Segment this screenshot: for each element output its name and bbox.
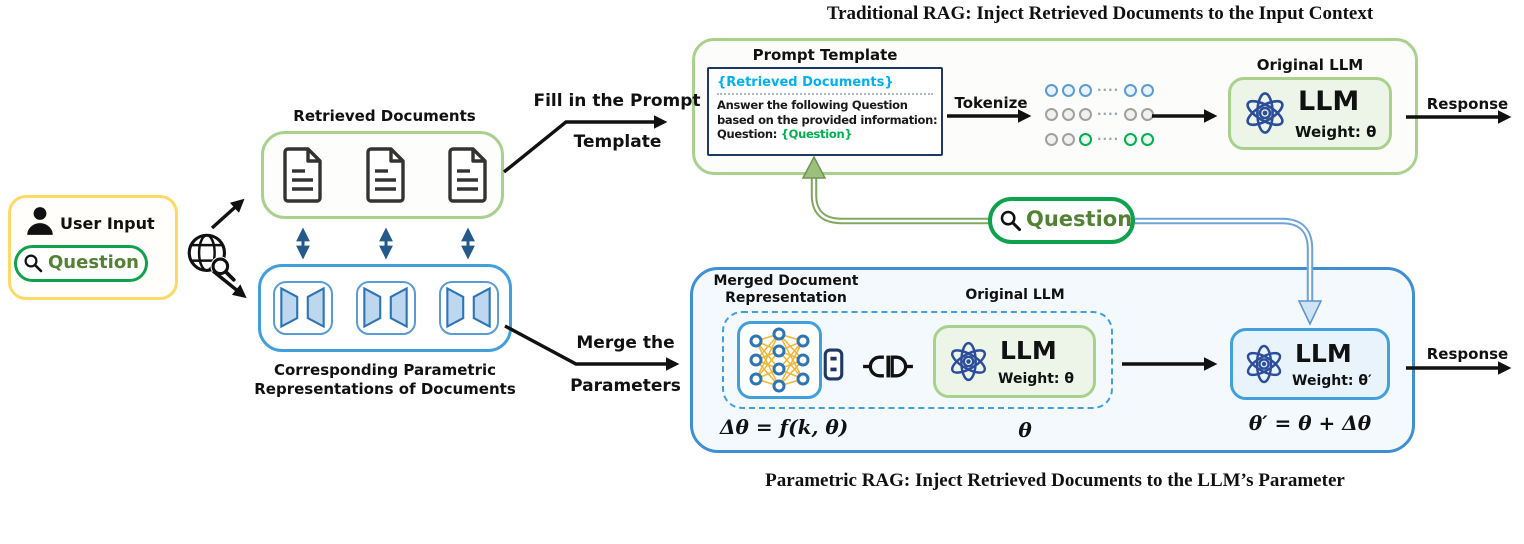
- connector-icon: [862, 353, 914, 380]
- parametric-item: [439, 281, 499, 335]
- token-ellipsis: ····: [1097, 132, 1120, 146]
- question-badge-label: Question: [1026, 207, 1133, 231]
- neural-network-icon: [743, 327, 816, 393]
- token-ellipsis: ····: [1097, 83, 1120, 97]
- token-row: ····: [1045, 83, 1155, 97]
- token-circle-blue: [1062, 84, 1075, 97]
- document-icon: [364, 144, 408, 206]
- token-circle-blue: [1141, 84, 1155, 97]
- merge-label-line1: Merge the: [576, 333, 675, 353]
- prompt-divider: [717, 93, 933, 95]
- merged-repr-label-line1: Merged Document: [713, 273, 859, 289]
- fill-prompt-label-line2: Template: [573, 132, 662, 152]
- token-circle-blue: [1124, 84, 1138, 97]
- token-circle-green: [1124, 133, 1138, 146]
- prompt-body-line2: based on the provided information:: [717, 112, 938, 127]
- token-circle-gray: [1141, 108, 1155, 121]
- retrieved-documents-slot: {Retrieved Documents}: [717, 75, 894, 90]
- token-circle-blue: [1079, 84, 1092, 97]
- atom-icon: [945, 338, 992, 385]
- user-input-label: User Input: [60, 214, 155, 233]
- prompt-question-slot: {Question}: [780, 127, 853, 141]
- parametric-representation-icon: [358, 283, 414, 332]
- tokenize-label: Tokenize: [954, 94, 1028, 112]
- original-llm-top-label: Original LLM: [1256, 56, 1364, 74]
- llm-updated-weight: Weight: θ′: [1292, 373, 1372, 389]
- parametric-representation-icon: [441, 283, 497, 332]
- prompt-question-prefix: Question:: [717, 127, 781, 141]
- token-circle-green: [1079, 133, 1092, 146]
- user-icon: [24, 205, 56, 237]
- formula-theta-update: θ′ = θ + Δθ: [1248, 411, 1372, 435]
- token-circle-blue: [1045, 84, 1058, 97]
- token-row: ····: [1045, 132, 1155, 146]
- llm-mid-name: LLM: [1000, 336, 1057, 365]
- parametric-representation-icon: [275, 283, 331, 332]
- token-circle-gray: [1045, 133, 1058, 146]
- prompt-template-title: Prompt Template: [752, 46, 898, 64]
- llm-top-weight: Weight: θ: [1295, 123, 1377, 141]
- token-row: ····: [1045, 107, 1155, 121]
- atom-icon: [1241, 341, 1287, 387]
- response-top-label: Response: [1426, 95, 1509, 113]
- neural-net-box: [737, 321, 822, 399]
- fill-prompt-label-line1: Fill in the Prompt: [533, 91, 701, 111]
- token-circle-gray: [1062, 108, 1075, 121]
- original-llm-mid-label: Original LLM: [965, 287, 1065, 303]
- original-llm-top-box: [1228, 77, 1392, 150]
- document-icon: [281, 144, 325, 206]
- merged-repr-label-line2: Representation: [725, 290, 847, 306]
- llm-mid-weight: Weight: θ: [998, 371, 1075, 387]
- parametric-caption-line2: Representations of Documents: [254, 380, 516, 398]
- prompt-question-line: Question: {Question}: [717, 127, 933, 142]
- parametric-item: [356, 281, 416, 335]
- formula-theta: θ: [1018, 418, 1032, 442]
- token-circle-gray: [1045, 108, 1058, 121]
- llm-top-name: LLM: [1298, 86, 1360, 117]
- formula-delta-theta: Δθ = f(k, θ): [720, 415, 849, 439]
- web-search-icon: [182, 228, 240, 286]
- socket-icon: [823, 348, 844, 381]
- parametric-item: [273, 281, 333, 335]
- response-bottom-label: Response: [1426, 345, 1509, 363]
- top-section-title: Traditional RAG: Inject Retrieved Docume…: [826, 3, 1374, 24]
- search-icon: [999, 209, 1023, 233]
- doc-param-link-arrows: [296, 227, 475, 260]
- merge-dashed-box: [722, 311, 1113, 409]
- merge-label-line2: Parameters: [570, 376, 681, 396]
- prompt-body-line1: Answer the following Question: [717, 98, 908, 112]
- token-circle-gray: [1124, 108, 1138, 121]
- token-circle-green: [1141, 133, 1155, 146]
- token-circle-gray: [1079, 108, 1092, 121]
- bottom-section-title: Parametric RAG: Inject Retrieved Documen…: [765, 470, 1345, 491]
- user-question-label: Question: [48, 252, 139, 273]
- llm-updated-name: LLM: [1295, 339, 1352, 368]
- search-icon: [23, 253, 44, 274]
- token-ellipsis: ····: [1097, 107, 1120, 121]
- prompt-template-box: {Retrieved Documents} Answer the followi…: [707, 67, 943, 156]
- token-circle-gray: [1062, 133, 1075, 146]
- atom-icon: [1240, 88, 1290, 138]
- retrieved-documents-label: Retrieved Documents: [293, 107, 476, 125]
- parametric-caption-line1: Corresponding Parametric: [273, 361, 497, 379]
- document-icon: [446, 144, 490, 206]
